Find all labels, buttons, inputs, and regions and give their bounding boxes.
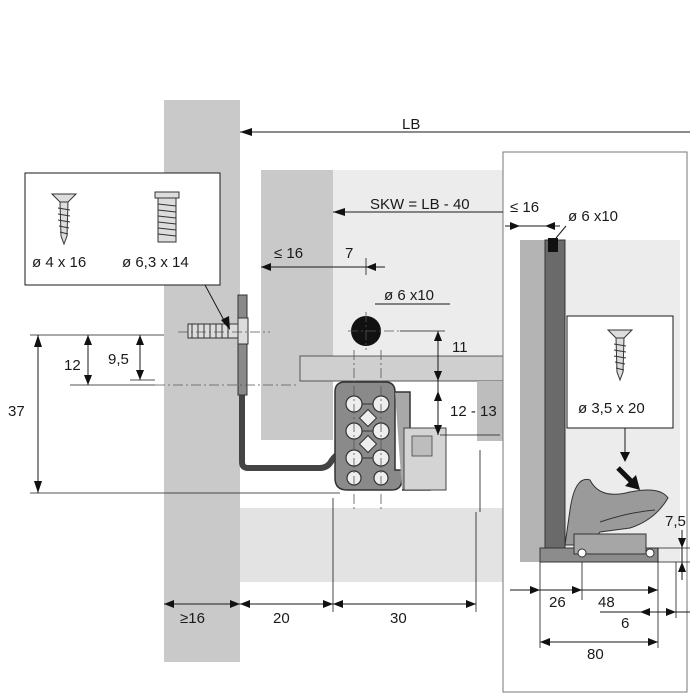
callout-front-screw: ø 3,5 x 20 (578, 400, 645, 417)
euro-screw-installed (187, 317, 249, 345)
front-view-dark-rail (544, 239, 566, 563)
locking-device (564, 478, 669, 546)
cabinet-bottom-band (240, 508, 503, 582)
dim-thirty: 30 (390, 610, 407, 627)
front-screw-icon (606, 329, 634, 382)
dim-thirtyseven: 37 (8, 403, 25, 420)
dim-min16: ≥16 (180, 610, 205, 627)
dim-twelve: 12 (64, 357, 81, 374)
dim-sevenfive: 7,5 (665, 513, 686, 530)
runner-clip-block (403, 427, 447, 491)
dim-eleven: 11 (452, 339, 468, 356)
dim-six: 6 (621, 615, 629, 632)
euro-screw-icon (154, 191, 180, 243)
dim-ninefive: 9,5 (108, 351, 129, 368)
push-direction-arrow (616, 466, 634, 484)
dim-hole-b: ø 6 x10 (568, 208, 618, 225)
dim-lb: LB (402, 116, 420, 133)
front-hole-marker (548, 238, 558, 252)
front-view-side-wall (520, 240, 545, 562)
locking-lever (599, 509, 656, 523)
rear-bracket-block (477, 381, 503, 441)
dim-seven: 7 (345, 245, 353, 262)
dim-max16-right: ≤ 16 (510, 199, 539, 216)
drawer-side-panel (261, 170, 333, 440)
locking-clip (573, 533, 647, 555)
runner-profile (237, 294, 447, 491)
drawer-bottom-board (299, 355, 504, 382)
dim-twelve-thirteen: 12 - 13 (450, 403, 497, 420)
dim-max16-top: ≤ 16 (274, 245, 303, 262)
dim-skw: SKW = LB - 40 (370, 196, 470, 213)
screw-plate (237, 294, 248, 396)
callout-wood-screw: ø 4 x 16 (32, 254, 86, 271)
dim-eighty: 80 (587, 646, 604, 663)
dim-hole-a: ø 6 x10 (384, 287, 434, 304)
screw-callout-box (24, 172, 221, 286)
dim-twenty: 20 (273, 610, 290, 627)
clip-screw-right (645, 548, 655, 558)
wood-screw-icon (50, 193, 78, 246)
dim-twentysix: 26 (549, 594, 566, 611)
callout-euro-screw: ø 6,3 x 14 (122, 254, 189, 271)
dim-fortyeight: 48 (598, 594, 615, 611)
clip-screw-left (577, 548, 587, 558)
push-direction-arrowhead (625, 475, 640, 490)
